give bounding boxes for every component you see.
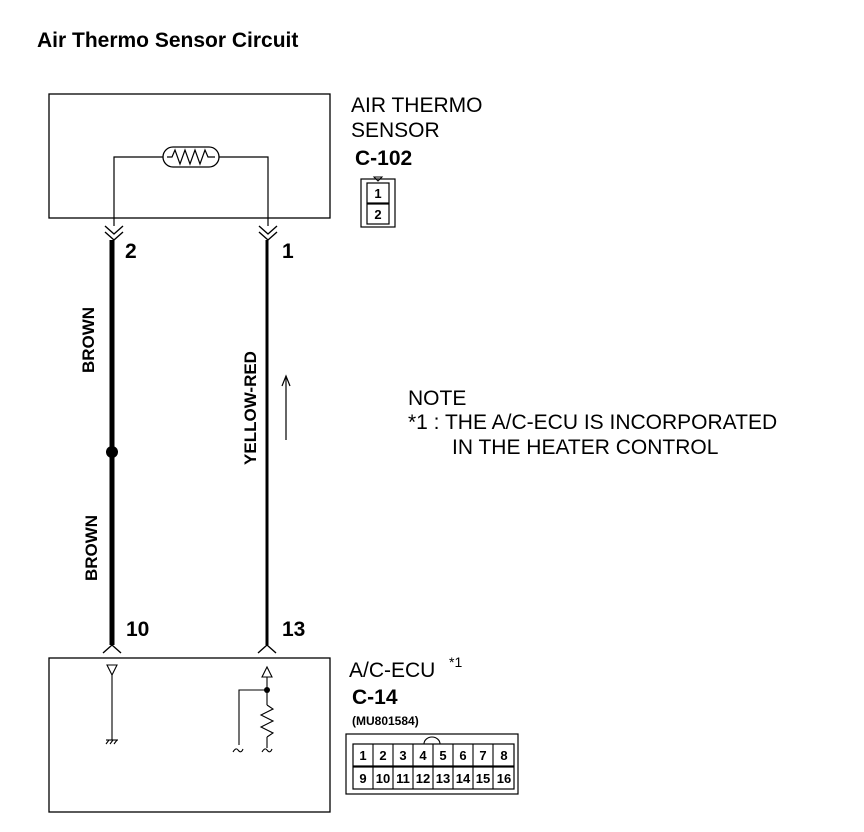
sensor-name-line1: AIR THERMO: [351, 94, 482, 117]
sensor-pin-number: 1: [282, 240, 294, 263]
c14-pin-cell: 3: [399, 748, 406, 763]
connector-c14-face: 1 2 3 4 5 6 7 8 9 10 11 12 13 14 15 16: [345, 733, 519, 795]
connector-c102-pin: 2: [374, 207, 381, 222]
ecu-connector-id: C-14: [352, 686, 398, 709]
ecu-pin10-terminal-icon: [102, 644, 122, 654]
ground-icon: [105, 664, 118, 745]
c14-pin-cell: 10: [376, 771, 390, 786]
wire-label-upper-brown: BROWN: [79, 307, 98, 373]
note-heading: NOTE: [408, 387, 466, 410]
c14-pin-cell: 5: [439, 748, 446, 763]
note-line1: *1 : THE A/C-ECU IS INCORPORATED: [408, 411, 777, 434]
wire-label-yellow-red: YELLOW-RED: [241, 351, 260, 465]
c14-pin-cell: 14: [456, 771, 471, 786]
ecu-pin-number: 10: [126, 618, 149, 641]
sensor-box: [48, 93, 331, 219]
splice-point: [106, 446, 118, 458]
c14-pin-cell: 2: [379, 748, 386, 763]
c14-pin-cell: 9: [359, 771, 366, 786]
c14-pin-cell: 6: [459, 748, 466, 763]
c14-pin-cell: 8: [500, 748, 507, 763]
signal-direction-arrow-icon: [281, 374, 291, 440]
resistor-junction: [264, 687, 270, 693]
c14-pin-cell: 15: [476, 771, 490, 786]
connector-c102-pin: 1: [374, 186, 381, 201]
ecu-pin13-terminal-icon: [257, 644, 277, 654]
diagram-title: Air Thermo Sensor Circuit: [37, 29, 298, 52]
ecu-name: A/C-ECU: [349, 659, 435, 682]
sensor-pin-number: 2: [125, 240, 137, 263]
wire-label-lower-brown: BROWN: [82, 515, 101, 581]
sensor-name-line2: SENSOR: [351, 119, 440, 142]
c14-bottom-row: 9 10 11 12 13 14 15 16: [359, 771, 511, 786]
c14-pin-cell: 13: [436, 771, 450, 786]
ecu-note-superscript: *1: [449, 654, 462, 670]
connector-c102-face: 1 2: [360, 176, 396, 228]
c14-pin-cell: 1: [359, 748, 366, 763]
pull-up-resistor-icon: [232, 665, 275, 753]
c14-top-row: 1 2 3 4 5 6 7 8: [359, 748, 507, 763]
sensor-internal-wire-left: [113, 156, 163, 226]
c14-pin-cell: 11: [396, 771, 410, 786]
c14-pin-cell: 12: [416, 771, 430, 786]
ecu-part-number: (MU801584): [352, 714, 419, 728]
sensor-pin2-terminal-icon: [104, 225, 124, 241]
thermistor-icon: [162, 146, 220, 168]
sensor-internal-wire-right: [219, 156, 269, 226]
c14-pin-cell: 16: [497, 771, 511, 786]
c14-pin-cell: 4: [419, 748, 427, 763]
sensor-pin1-terminal-icon: [258, 225, 278, 241]
sensor-connector-id: C-102: [355, 147, 412, 170]
air-thermo-sensor: [48, 93, 331, 226]
ecu-pin-number: 13: [282, 618, 305, 641]
note-line2: IN THE HEATER CONTROL: [452, 436, 718, 459]
c14-pin-cell: 7: [479, 748, 486, 763]
ecu-box: [48, 657, 331, 813]
